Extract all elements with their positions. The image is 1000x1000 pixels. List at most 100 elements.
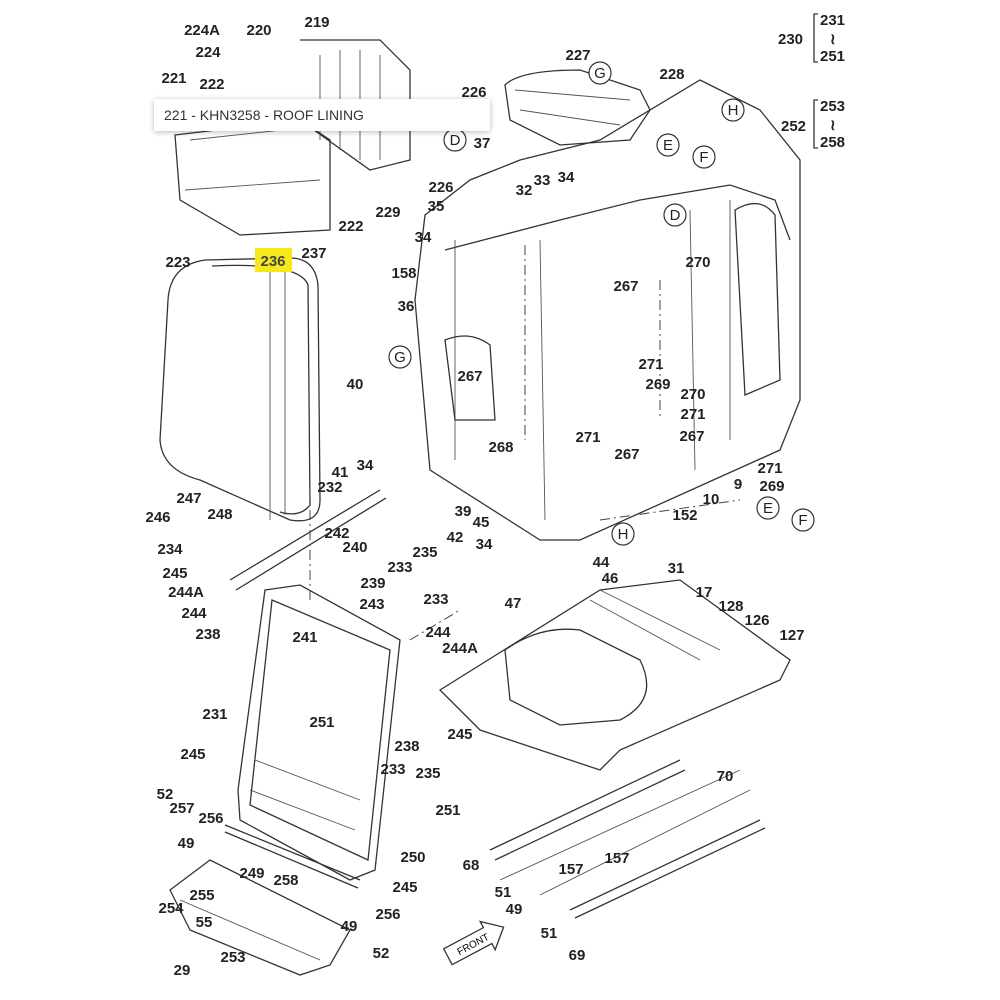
part-label-55[interactable]: 55 — [196, 914, 213, 931]
part-label-256[interactable]: 256 — [375, 906, 400, 923]
part-label-258[interactable]: 258 — [273, 872, 298, 889]
part-label-222[interactable]: 222 — [199, 76, 224, 93]
part-label-45[interactable]: 45 — [473, 514, 490, 531]
part-label-70[interactable]: 70 — [717, 768, 734, 785]
range-end-251[interactable]: 251 — [820, 48, 845, 65]
part-label-245[interactable]: 245 — [392, 879, 417, 896]
part-label-31[interactable]: 31 — [668, 560, 685, 577]
part-label-240[interactable]: 240 — [342, 539, 367, 556]
part-label-267[interactable]: 267 — [613, 278, 638, 295]
part-label-37[interactable]: 37 — [474, 135, 491, 152]
highlight-236[interactable]: 236 — [255, 248, 292, 272]
part-label-239[interactable]: 239 — [360, 575, 385, 592]
part-label-9[interactable]: 9 — [734, 476, 742, 493]
part-label-254[interactable]: 254 — [158, 900, 184, 917]
part-label-51[interactable]: 51 — [541, 925, 558, 942]
part-label-242[interactable]: 242 — [324, 525, 349, 542]
part-label-233[interactable]: 233 — [380, 761, 405, 778]
part-label-255[interactable]: 255 — [189, 887, 214, 904]
part-label-251[interactable]: 251 — [435, 802, 460, 819]
part-label-69[interactable]: 69 — [569, 947, 586, 964]
part-label-49[interactable]: 49 — [506, 901, 523, 918]
part-label-17[interactable]: 17 — [696, 584, 713, 601]
part-label-158[interactable]: 158 — [391, 265, 416, 282]
part-label-128[interactable]: 128 — [718, 598, 743, 615]
part-label-269[interactable]: 269 — [759, 478, 784, 495]
part-label-251[interactable]: 251 — [309, 714, 334, 731]
part-label-270[interactable]: 270 — [680, 386, 705, 403]
part-label-228[interactable]: 228 — [659, 66, 684, 83]
part-label-249[interactable]: 249 — [239, 865, 264, 882]
part-label-126[interactable]: 126 — [744, 612, 769, 629]
part-label-224[interactable]: 224 — [195, 44, 221, 61]
part-label-227[interactable]: 227 — [565, 47, 590, 64]
part-label-248[interactable]: 248 — [207, 506, 232, 523]
part-label-157[interactable]: 157 — [604, 850, 629, 867]
part-label-41[interactable]: 41 — [332, 464, 349, 481]
part-label-245[interactable]: 245 — [180, 746, 205, 763]
part-label-270[interactable]: 270 — [685, 254, 710, 271]
part-label-127[interactable]: 127 — [779, 627, 804, 644]
part-label-52[interactable]: 52 — [157, 786, 174, 803]
part-label-267[interactable]: 267 — [614, 446, 639, 463]
part-label-223[interactable]: 223 — [165, 254, 190, 271]
part-label-39[interactable]: 39 — [455, 503, 472, 520]
part-label-271[interactable]: 271 — [680, 406, 705, 423]
part-label-253[interactable]: 253 — [220, 949, 245, 966]
part-label-52[interactable]: 52 — [373, 945, 390, 962]
part-label-224A[interactable]: 224A — [184, 22, 220, 39]
part-label-231[interactable]: 231 — [202, 706, 227, 723]
part-label-233[interactable]: 233 — [423, 591, 448, 608]
part-label-238[interactable]: 238 — [195, 626, 220, 643]
part-label-256[interactable]: 256 — [198, 810, 223, 827]
part-label-237[interactable]: 237 — [301, 245, 326, 262]
range-end-258[interactable]: 258 — [820, 134, 845, 151]
part-label-33[interactable]: 33 — [534, 172, 551, 189]
part-label-234[interactable]: 234 — [157, 541, 183, 558]
part-label-49[interactable]: 49 — [341, 918, 358, 935]
part-label-271[interactable]: 271 — [638, 356, 663, 373]
part-label-35[interactable]: 35 — [428, 198, 445, 215]
part-label-267[interactable]: 267 — [679, 428, 704, 445]
part-label-250[interactable]: 250 — [400, 849, 425, 866]
part-label-235[interactable]: 235 — [412, 544, 437, 561]
part-label-257[interactable]: 257 — [169, 800, 194, 817]
part-label-46[interactable]: 46 — [602, 570, 619, 587]
part-label-267[interactable]: 267 — [457, 368, 482, 385]
part-label-233[interactable]: 233 — [387, 559, 412, 576]
part-label-226[interactable]: 226 — [428, 179, 453, 196]
part-label-236[interactable]: 236 — [260, 253, 285, 270]
range-group-252[interactable]: 252 — [781, 118, 806, 135]
part-label-220[interactable]: 220 — [246, 22, 271, 39]
part-label-268[interactable]: 268 — [488, 439, 513, 456]
part-label-152[interactable]: 152 — [672, 507, 697, 524]
part-label-44[interactable]: 44 — [593, 554, 610, 571]
part-label-269[interactable]: 269 — [645, 376, 670, 393]
part-label-229[interactable]: 229 — [375, 204, 400, 221]
part-label-245[interactable]: 245 — [447, 726, 472, 743]
range-start-231[interactable]: 231 — [820, 12, 845, 29]
range-group-230[interactable]: 230 — [778, 31, 803, 48]
part-label-157[interactable]: 157 — [558, 861, 583, 878]
part-label-221[interactable]: 221 — [161, 70, 186, 87]
part-label-219[interactable]: 219 — [304, 14, 329, 31]
part-label-244[interactable]: 244 — [181, 605, 207, 622]
range-start-253[interactable]: 253 — [820, 98, 845, 115]
part-label-51[interactable]: 51 — [495, 884, 512, 901]
part-label-34[interactable]: 34 — [558, 169, 575, 186]
part-label-244A[interactable]: 244A — [168, 584, 204, 601]
part-label-36[interactable]: 36 — [398, 298, 415, 315]
part-label-10[interactable]: 10 — [703, 491, 720, 508]
part-label-271[interactable]: 271 — [757, 460, 782, 477]
part-label-40[interactable]: 40 — [347, 376, 364, 393]
part-label-34[interactable]: 34 — [415, 229, 432, 246]
part-label-243[interactable]: 243 — [359, 596, 384, 613]
part-label-42[interactable]: 42 — [447, 529, 464, 546]
part-label-247[interactable]: 247 — [176, 490, 201, 507]
part-label-232[interactable]: 232 — [317, 479, 342, 496]
part-label-29[interactable]: 29 — [174, 962, 191, 979]
part-label-32[interactable]: 32 — [516, 182, 533, 199]
part-label-244[interactable]: 244 — [425, 624, 451, 641]
part-label-235[interactable]: 235 — [415, 765, 440, 782]
part-label-49[interactable]: 49 — [178, 835, 195, 852]
